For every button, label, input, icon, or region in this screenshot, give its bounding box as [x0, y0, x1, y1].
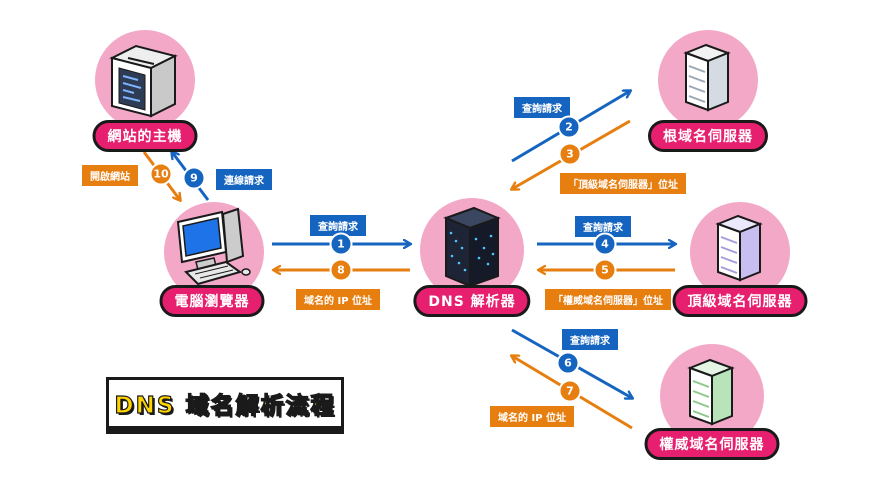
diagram-title: DNS 域名解析流程: [114, 392, 336, 419]
step-6-badge: 6: [556, 351, 580, 375]
desktop-computer-icon: [176, 207, 251, 286]
step-9-label: 連線請求: [216, 169, 272, 190]
server-rack-icon: [687, 358, 735, 426]
website-host-label: 網站的主機: [92, 120, 198, 152]
step-10-label: 開啟網站: [82, 165, 138, 186]
tld-server-label: 頂級域名伺服器: [672, 285, 808, 317]
step-6-label: 查詢請求: [562, 329, 618, 350]
step-2-label: 查詢請求: [514, 97, 570, 118]
auth-server-label: 權威域名伺服器: [644, 428, 780, 460]
step-5-label: 「權威域名伺服器」位址: [545, 289, 671, 310]
diagram-title-box: DNS 域名解析流程: [106, 377, 344, 429]
root-server-label: 根域名伺服器: [648, 120, 768, 152]
step-1-badge: 1: [329, 232, 353, 256]
server-rack-icon: [715, 214, 763, 282]
step-5-badge: 5: [593, 258, 617, 282]
step-3-label: 「頂級域名伺服器」位址: [560, 173, 686, 194]
dns-resolver-label: DNS 解析器: [413, 285, 531, 317]
browser-label: 電腦瀏覽器: [159, 285, 265, 317]
step-1-label: 查詢請求: [310, 215, 366, 236]
step-8-badge: 8: [329, 258, 353, 282]
step-4-label: 查詢請求: [575, 216, 631, 237]
step-2-badge: 2: [557, 115, 581, 139]
step-7-badge: 7: [558, 379, 582, 403]
website-server-icon: [109, 44, 178, 118]
step-8-label: 域名的 IP 位址: [296, 289, 381, 310]
step-9-badge: 9: [182, 166, 206, 190]
server-rack-icon: [683, 43, 731, 112]
dns-server-icon: [443, 206, 501, 288]
step-4-badge: 4: [593, 232, 617, 256]
step-10-badge: 10: [149, 162, 173, 186]
step-7-label: 域名的 IP 位址: [490, 406, 575, 427]
step-3-badge: 3: [558, 142, 582, 166]
